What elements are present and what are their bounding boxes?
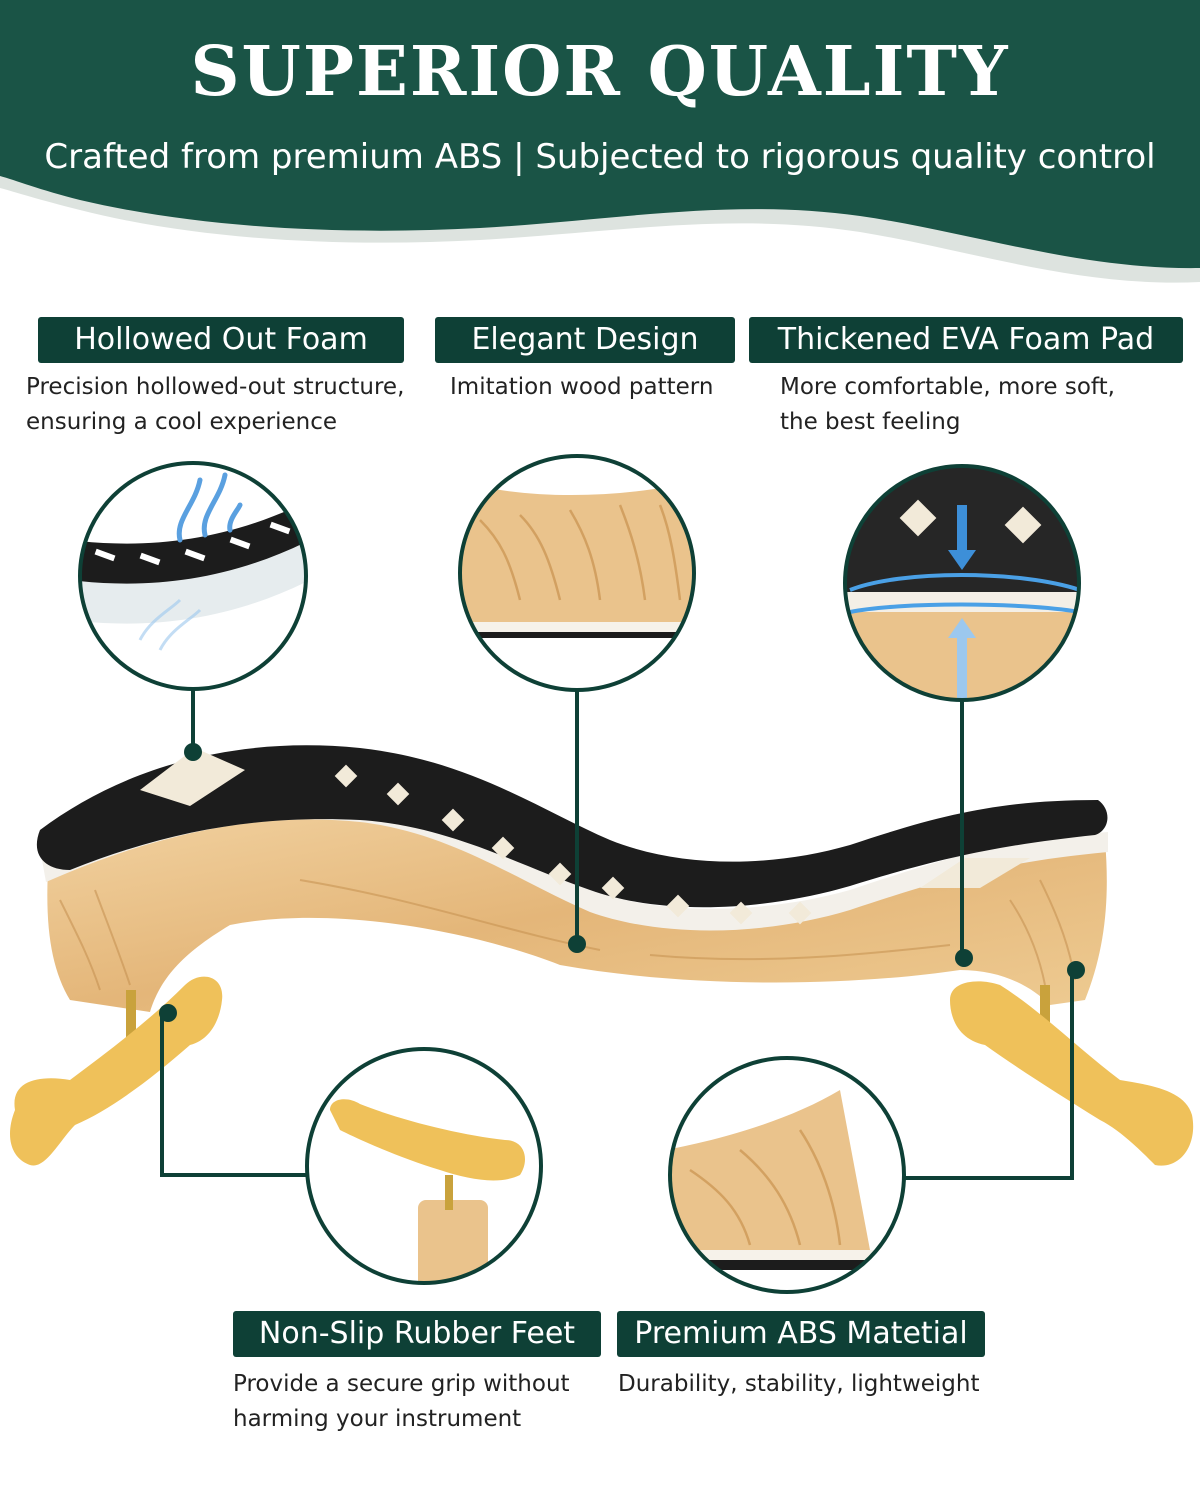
feature-label-hollowed-foam: Hollowed Out Foam — [38, 317, 404, 363]
detail-circle-wood — [458, 454, 696, 692]
detail-circle-abs — [668, 1056, 906, 1294]
feature-desc-rubber-feet: Provide a secure grip without harming yo… — [233, 1371, 570, 1432]
feature-label-rubber-feet: Non-Slip Rubber Feet — [233, 1311, 601, 1357]
feature-label-eva-pad: Thickened EVA Foam Pad — [749, 317, 1183, 363]
left-foot-clamp — [10, 976, 223, 1166]
detail-circle-hollowed-foam — [78, 461, 308, 691]
feature-desc-abs-material: Durability, stability, lightweight — [618, 1371, 980, 1397]
detail-circle-rubber-feet — [305, 1047, 543, 1285]
feature-desc-hollowed-foam: Precision hollowed-out structure, ensuri… — [26, 374, 405, 435]
page-title: SUPERIOR QUALITY — [190, 32, 1010, 112]
header-band — [0, 0, 1200, 283]
feature-desc-eva-pad: More comfortable, more soft, the best fe… — [780, 374, 1115, 435]
feature-label-elegant-design: Elegant Design — [435, 317, 735, 363]
feature-desc-elegant-design: Imitation wood pattern — [450, 374, 714, 400]
chin-rest-illustration — [36, 745, 1108, 1012]
detail-circle-eva-pad — [843, 464, 1081, 702]
page-subtitle: Crafted from premium ABS | Subjected to … — [44, 137, 1156, 177]
feature-label-abs-material: Premium ABS Matetial — [617, 1311, 985, 1357]
callout-dots — [159, 743, 1085, 1022]
